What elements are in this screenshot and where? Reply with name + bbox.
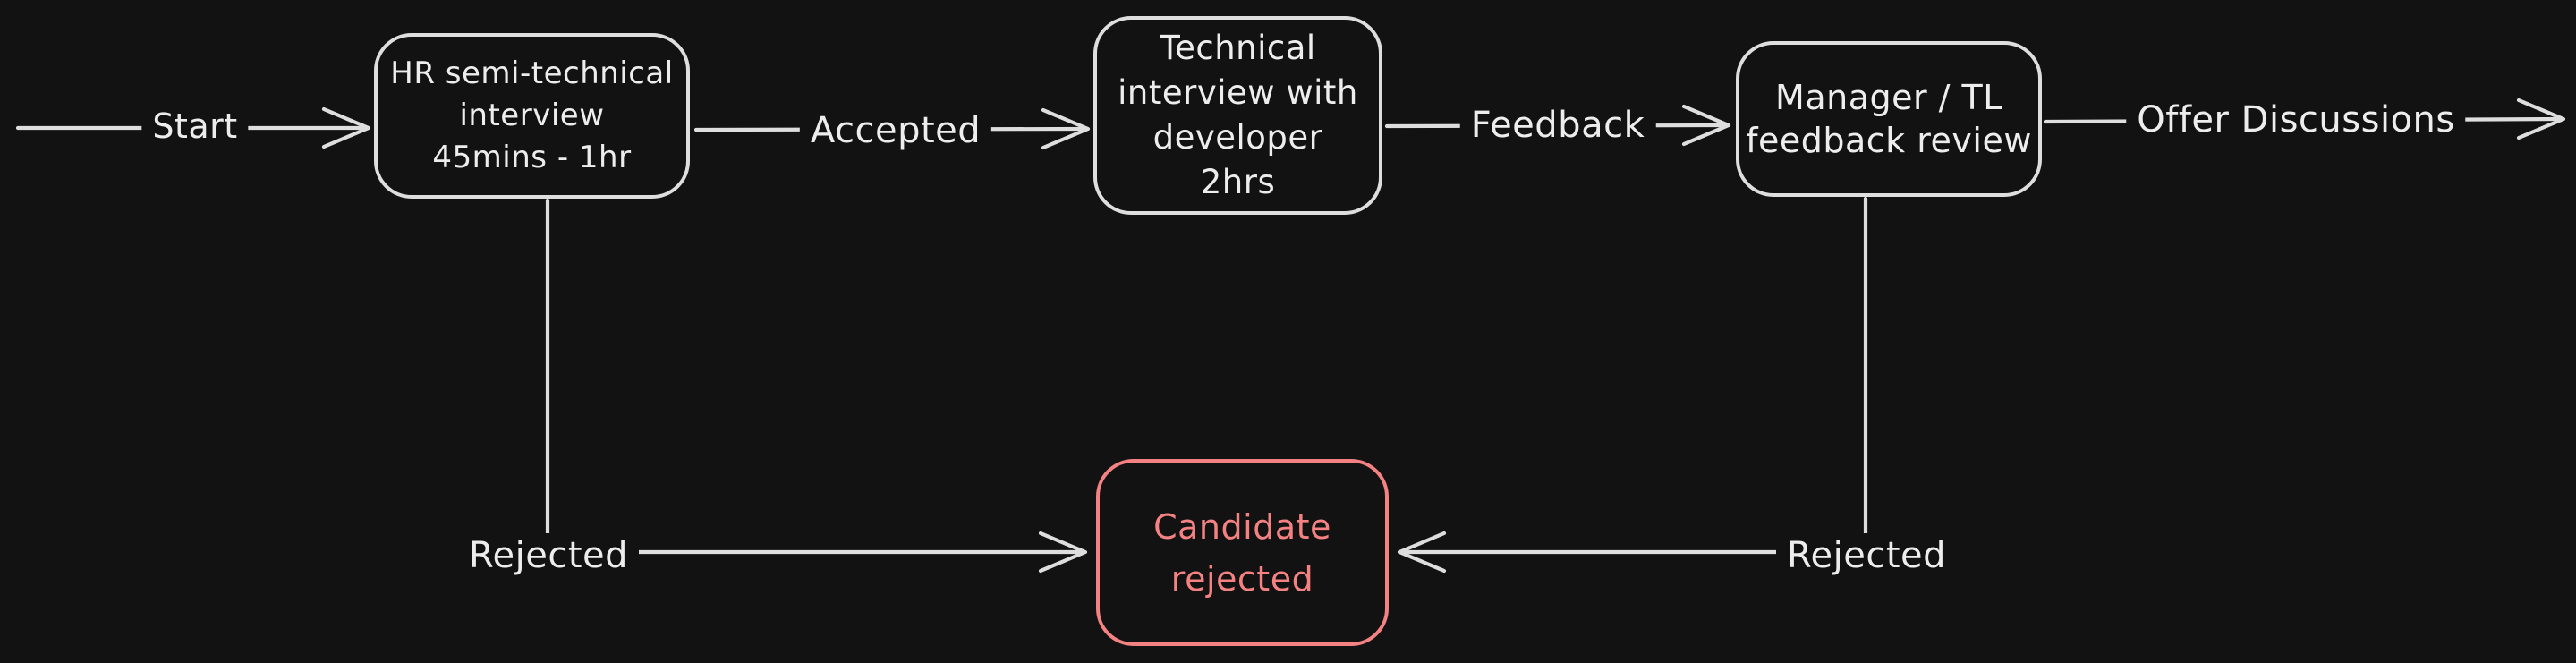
edge-label-rejected-left: Rejected: [457, 533, 640, 578]
edge-rejected-right-arrowhead-icon: [1397, 531, 1447, 574]
node-manager-review-line: feedback review: [1746, 121, 2032, 160]
node-technical-interview-line: developer: [1152, 118, 1323, 157]
node-technical-interview-line: 2hrs: [1200, 163, 1276, 201]
edge-rejected-left-arrowhead-icon: [1038, 531, 1088, 574]
edge-accepted-arrowhead-icon: [1041, 107, 1091, 150]
edge-label-start: Start: [141, 105, 249, 148]
node-hr-interview-line: 45mins - 1hr: [432, 140, 632, 175]
edge-label-feedback: Feedback: [1459, 103, 1656, 148]
node-manager-review: Manager / TL feedback review: [1736, 41, 2042, 197]
node-manager-review-line: Manager / TL: [1775, 78, 2002, 117]
node-candidate-rejected-line: rejected: [1170, 558, 1314, 599]
edge-label-offer-discussions: Offer Discussions: [2126, 98, 2466, 142]
node-technical-interview-line: interview with: [1118, 73, 1358, 112]
node-hr-interview-line: interview: [459, 98, 605, 133]
edge-start-arrowhead-icon: [321, 106, 371, 149]
edge-label-rejected-right: Rejected: [1775, 533, 1958, 578]
node-technical-interview-line: Technical: [1160, 29, 1316, 67]
edge-offer-arrowhead-icon: [2516, 98, 2566, 140]
node-technical-interview: Technical interview with developer 2hrs: [1093, 16, 1382, 215]
node-hr-interview: HR semi-technical interview 45mins - 1hr: [374, 33, 690, 199]
node-candidate-rejected-line: Candidate: [1153, 506, 1331, 547]
node-hr-interview-line: HR semi-technical: [390, 55, 674, 91]
edge-feedback-arrowhead-icon: [1681, 104, 1731, 147]
edge-label-accepted: Accepted: [799, 108, 992, 153]
node-candidate-rejected: Candidate rejected: [1096, 459, 1389, 646]
